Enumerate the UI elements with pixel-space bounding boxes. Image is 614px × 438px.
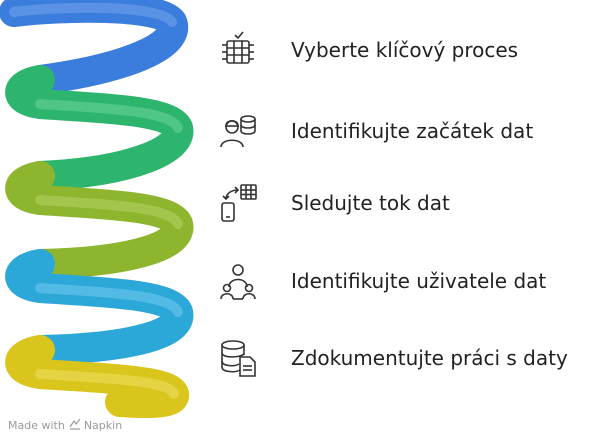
coil-green	[5, 65, 194, 191]
step-identify-data-users: Identifikujte uživatele dat	[218, 261, 546, 301]
step-label: Vyberte klíčový proces	[291, 38, 519, 62]
step-select-process: Vyberte klíčový proces	[218, 30, 518, 70]
step-label: Identifikujte uživatele dat	[291, 269, 547, 293]
step-track-data-flow: Sledujte tok dat	[218, 183, 450, 223]
user-database-icon	[218, 111, 258, 151]
coil-cyan	[5, 249, 194, 365]
database-document-icon	[218, 338, 258, 378]
coil-blue	[0, 0, 189, 95]
coil-olive	[5, 161, 194, 279]
step-label: Zdokumentujte práci s daty	[291, 346, 568, 370]
spiral-graphic	[0, 0, 194, 418]
coil-yellow	[5, 335, 189, 418]
step-label: Sledujte tok dat	[291, 191, 450, 215]
watermark-brand: Napkin	[83, 419, 123, 432]
napkin-watermark: Made with Napkin	[8, 418, 122, 433]
step-document-data-work: Zdokumentujte práci s daty	[218, 338, 568, 378]
step-identify-data-start: Identifikujte začátek dat	[218, 111, 533, 151]
napkin-logo-icon	[69, 418, 81, 433]
users-group-icon	[218, 261, 258, 301]
server-rack-icon	[218, 30, 258, 70]
step-label: Identifikujte začátek dat	[291, 119, 534, 143]
mobile-data-flow-icon	[218, 183, 258, 223]
watermark-prefix: Made with	[8, 419, 65, 432]
